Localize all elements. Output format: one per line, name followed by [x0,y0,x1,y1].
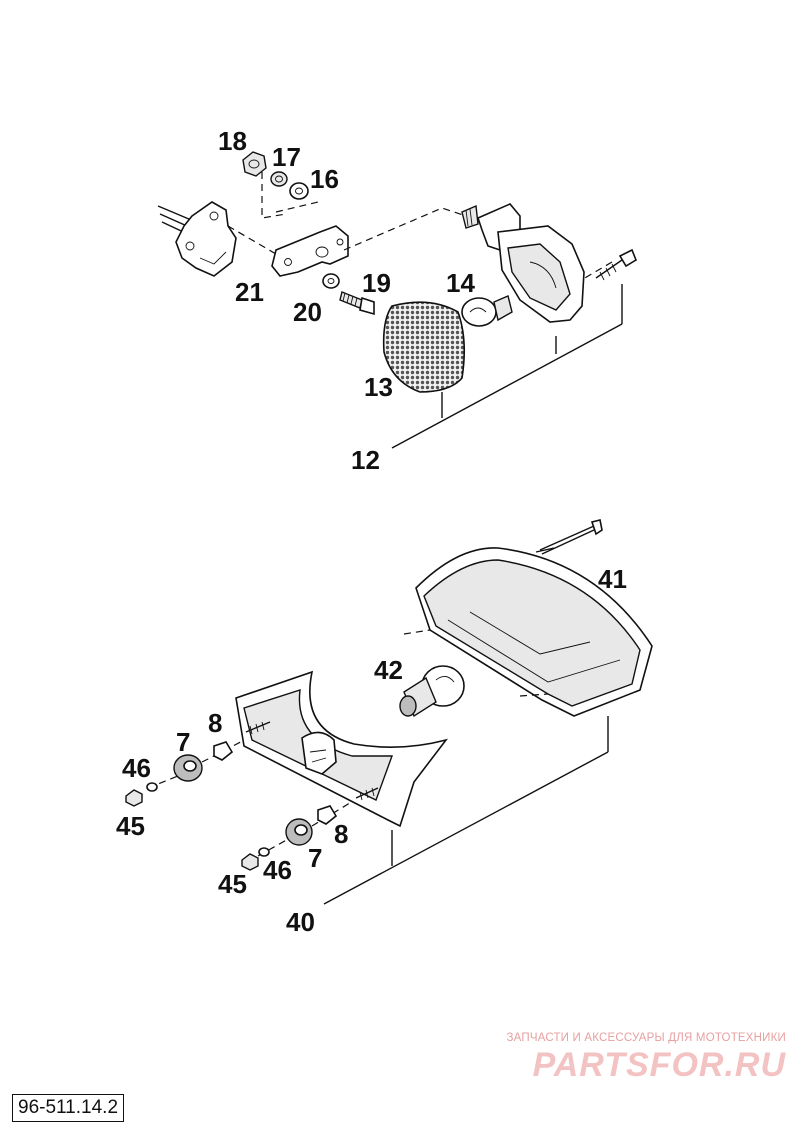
leader-lines-bottom [323,547,609,905]
callout-41: 41 [598,564,627,594]
washer-20 [322,273,340,289]
holder-plate-21 [271,225,349,277]
callout-7-left: 7 [176,727,190,757]
watermark-caption: ЗАПЧАСТИ И АКСЕССУАРЫ ДЛЯ МОТОТЕХНИКИ [506,1032,786,1044]
stud-right [355,787,379,801]
frame-bracket [157,201,237,277]
nut-18 [242,151,267,177]
callout-46-left: 46 [122,753,151,783]
screw-19 [339,291,375,316]
lens-13 [382,301,466,393]
callout-46-right: 46 [263,855,292,885]
callout-14: 14 [446,268,475,298]
callout-8-right: 8 [334,819,348,849]
assembly-dash-lines-top [227,172,613,283]
callout-17: 17 [272,142,301,172]
nut-45-right [241,853,259,871]
callout-20: 20 [293,297,322,327]
document-number-label: 96-511.14.2 [12,1094,125,1122]
callout-19: 19 [362,268,391,298]
turn-signal-housing [461,203,585,323]
bulb-14 [461,295,513,327]
callout-45-right: 45 [218,869,247,899]
leader-lines-top [391,284,623,449]
callout-45-left: 45 [116,811,145,841]
callout-40: 40 [286,907,315,937]
tail-light-housing [235,670,449,828]
bulb-42 [399,665,465,718]
washer-46-left [146,782,158,792]
grommet-7-right [285,818,313,846]
spacer-8-left [213,741,234,761]
callout-42: 42 [374,655,403,685]
watermark-logo: PARTSFOR.RU [532,1046,786,1084]
mounting-screw-housing [595,248,637,281]
callout-13: 13 [364,372,393,402]
grommet-7-left [173,754,203,782]
callout-16: 16 [310,164,339,194]
spacer-8-right [317,805,338,825]
callout-8-left: 8 [208,708,222,738]
callout-7-right: 7 [308,843,322,873]
callout-18: 18 [218,126,247,156]
stud-left [245,721,271,735]
long-screw-lens [539,519,603,555]
nut-45-left [125,789,143,807]
lock-washer-17 [270,171,288,187]
callout-12: 12 [351,445,380,475]
tail-light-lens-41 [415,547,653,717]
callout-21: 21 [235,277,264,307]
washer-16 [289,182,309,200]
washer-46-right [258,847,270,857]
